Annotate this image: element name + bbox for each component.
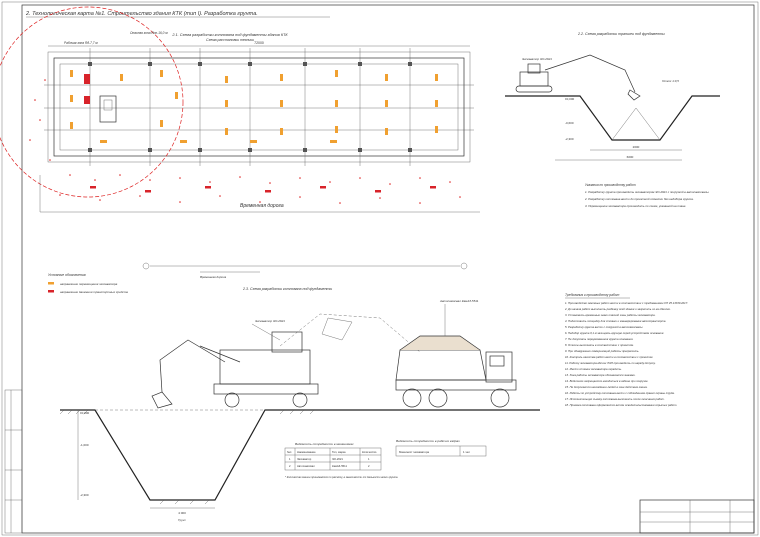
road-label-2: Временная дорога xyxy=(200,275,227,279)
machines-table-title: Ведомость потребности в механизмах xyxy=(295,442,354,446)
truck-label: Автосамосвал КамАЗ-5511 xyxy=(439,299,479,303)
excavation-outer-edge xyxy=(47,51,471,163)
building-outline xyxy=(59,63,459,151)
legend-title: Условные обозначения xyxy=(48,273,86,277)
plan-excavator xyxy=(99,95,117,123)
trench-dim-total: 6000 xyxy=(627,155,634,159)
spoil-pile xyxy=(611,107,661,141)
plan-subtitle: Схема расстановки техники xyxy=(206,38,254,42)
requirement-line: 13. Зона работы экскаватора обозначается… xyxy=(565,373,636,377)
requirement-line: 1. Производство земляных работ вести в с… xyxy=(565,301,688,305)
ground-dots xyxy=(29,79,461,204)
legend-item-2: направление движения транспортных средст… xyxy=(60,290,128,294)
machines-cell: 1 xyxy=(289,457,291,461)
workers-table-title: Ведомость потребности в рабочих кадрах xyxy=(396,439,460,443)
small-excavator xyxy=(515,54,641,101)
requirement-line: 12. Место стоянки экскаватора оградить. xyxy=(565,367,622,371)
requirements-title: Требования к производству работ xyxy=(565,293,620,297)
bucket-swing-path xyxy=(279,313,421,353)
danger-zone-label: Рабочая зона Rд-7,7 м xyxy=(64,41,98,45)
requirement-line: 6. Недобор грунта 0,1 м зачищать вручную… xyxy=(565,331,664,335)
workers-table: Ведомость потребности в рабочих кадрах М… xyxy=(395,439,487,457)
trench-mark-0: ±0,000 xyxy=(565,97,574,101)
trench-mark-2: -2,300 xyxy=(565,137,574,141)
requirements-block: Требования к производству работ 1. Произ… xyxy=(564,293,688,407)
machines-cell: КамАЗ-5511 xyxy=(332,464,347,468)
requirement-line: 8. Откосы выполнять в соответствии с про… xyxy=(565,343,634,347)
notes-top: Указания по производству работ 1. Разраб… xyxy=(584,183,709,208)
slope-label: Откос 1:0,5 xyxy=(662,79,679,83)
machines-cell: Автосамосвал xyxy=(297,464,315,468)
notes-top-line-3: 3. Перемещение экскаватора производить п… xyxy=(585,204,686,208)
dump-truck xyxy=(395,335,517,408)
machines-cell: 1 xyxy=(368,457,370,461)
sheet-title: 2. Технологическая карта №1. Строительст… xyxy=(25,11,258,17)
excavator-path-arrows xyxy=(70,70,438,143)
requirement-line: 9. При обнаружении коммуникаций работы п… xyxy=(565,349,640,353)
pit-soil-label: Грунт xyxy=(178,518,186,522)
bottom-section-title: 2.3. Схема разработки котлована под фунд… xyxy=(242,287,333,291)
requirement-line: 15. Не допускается нахождение людей в зо… xyxy=(565,385,648,389)
notes-top-line-1: 1. Разработку грунта производить экскава… xyxy=(585,190,709,194)
plan-view: 2.1. Схема разработки котлована под фунд… xyxy=(0,6,480,294)
machines-note: * Количество машин принимается по расчет… xyxy=(285,475,398,479)
plan-title: 2.1. Схема разработки котлована под фунд… xyxy=(171,33,288,37)
requirement-line: 4. Подготовить площадку для стоянки и ма… xyxy=(565,319,666,323)
road-label: Временная дорога xyxy=(240,203,284,209)
pit-dim-width: 4 000 xyxy=(178,511,186,515)
workers-cell: 1 чел xyxy=(463,450,470,454)
legend-item-1: направление перемещения экскаватора xyxy=(60,282,118,286)
machines-cell: 2 xyxy=(368,464,370,468)
danger-zone-circle xyxy=(0,6,184,198)
trench-section-top: 2.2. Схема разработки траншеи под фундам… xyxy=(505,32,720,161)
large-excavator-label: Экскаватор ЭО-2621 xyxy=(255,319,285,323)
pit-mark-0: ±0,000 xyxy=(80,411,89,415)
pit-profile xyxy=(60,409,540,501)
machines-header-2: Наименование xyxy=(297,450,316,454)
notes-top-title: Указания по производству работ xyxy=(585,183,636,187)
requirement-line: 2. До начала работ выполнить разбивку ос… xyxy=(564,307,671,311)
requirement-line: 11. Работу экскаватора вблизи ЛЭП произв… xyxy=(565,361,656,365)
requirement-line: 10. Контроль качества работ вести в соот… xyxy=(565,355,653,359)
plan-dim-top: 72000 xyxy=(254,41,264,45)
large-excavator xyxy=(151,331,319,409)
requirement-line: 7. Не допускать переувлажнения грунта ос… xyxy=(565,337,634,341)
title-block xyxy=(639,499,755,534)
binding-strip xyxy=(4,389,23,534)
trench-section-title: 2.2. Схема разработки траншеи под фундам… xyxy=(577,32,665,36)
requirement-line: 5. Разработку грунта вести с погрузкой в… xyxy=(565,325,643,329)
machines-cell: ЭО-2621 xyxy=(332,457,343,461)
machines-header-1: №п xyxy=(287,451,292,454)
requirement-line: 14. Водителю запрещается находиться в ка… xyxy=(565,379,649,383)
pit-mark-1: -1,000 xyxy=(80,443,89,447)
hatching xyxy=(59,409,315,505)
machines-cell: Экскаватор xyxy=(297,457,312,461)
requirement-line: 3. Установить временные знаки опасной зо… xyxy=(565,313,656,317)
workers-cell: Машинист экскаватора xyxy=(399,450,430,454)
machines-cell: 2 xyxy=(289,464,291,468)
pit-mark-2: -2,300 xyxy=(80,493,89,497)
requirement-line: 18. Приемка котлована оформляется актом … xyxy=(565,403,677,407)
inner-frame xyxy=(21,4,755,534)
machines-table: Ведомость потребности в механизмах №п На… xyxy=(284,442,398,479)
trench-profile xyxy=(505,95,720,141)
excavation-bottom xyxy=(53,57,465,157)
requirement-line: 17. Исполнительную съемку котлована выпо… xyxy=(565,397,665,401)
foundation-pads xyxy=(88,62,412,152)
machines-header-4: Количество xyxy=(362,450,377,454)
requirement-line: 16. Работы по устройству котлована вести… xyxy=(565,391,675,395)
machines-header-3: Тип, марка xyxy=(332,450,346,454)
notes-top-line-2: 2. Разработку котлована вести до проектн… xyxy=(584,197,694,201)
trench-mark-1: -0,600 xyxy=(565,121,574,125)
axis-grid xyxy=(44,48,474,166)
danger-zone-label-2: Опасная зона Rоп-16,0 м xyxy=(130,31,168,35)
truck-markers xyxy=(90,186,436,193)
excavation-section-bottom: 2.3. Схема разработки котлована под фунд… xyxy=(59,287,540,522)
trench-dim-width: 2000 xyxy=(633,145,640,149)
small-excavator-label: Экскаватор ЭО-2621 xyxy=(522,57,552,61)
